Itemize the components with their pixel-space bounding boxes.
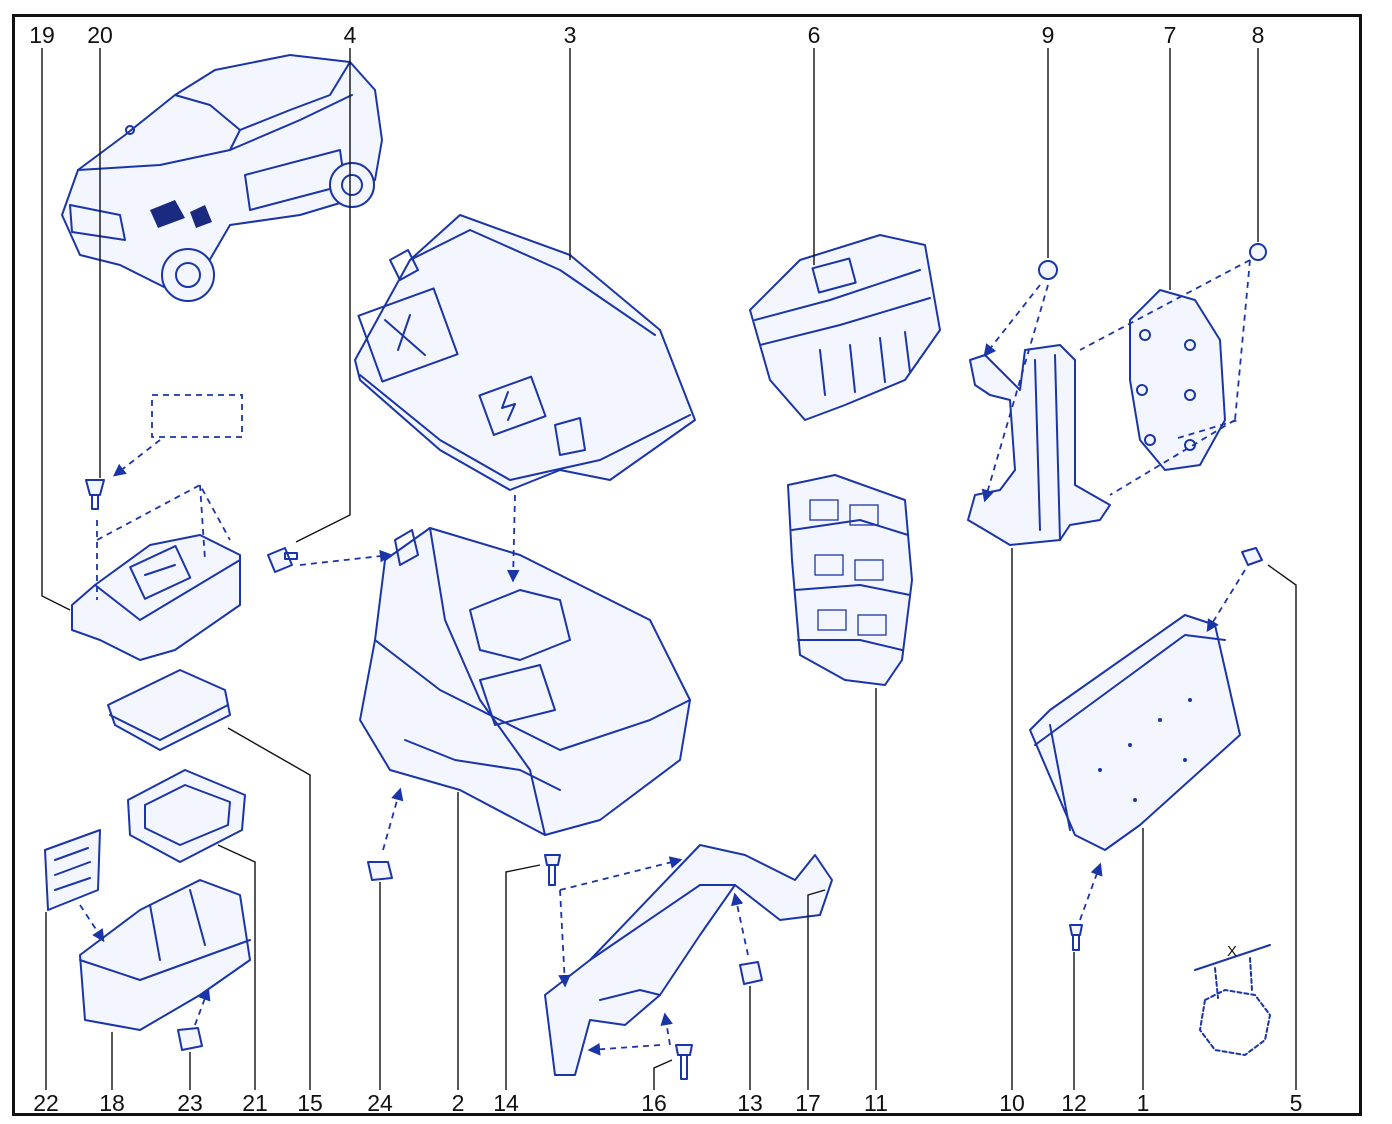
part-18-holder [79, 879, 251, 1031]
callout-2: 2 [451, 1090, 465, 1116]
leader-lines [41, 48, 1297, 1090]
callout-12: 12 [1061, 1090, 1087, 1116]
callout-6: 6 [807, 22, 821, 48]
callout-18: 18 [99, 1090, 125, 1116]
callout-21: 21 [242, 1090, 268, 1116]
dimension-x-label: X [1226, 943, 1238, 960]
vehicle-illustration [61, 54, 383, 302]
callout-3: 3 [563, 22, 577, 48]
part-1-flat-module [1029, 614, 1241, 851]
part-15-cover [107, 669, 231, 751]
callout-4: 4 [343, 22, 357, 48]
callout-1: 1 [1136, 1090, 1150, 1116]
part-19-small-box [71, 534, 241, 661]
callout-19: 19 [29, 22, 55, 48]
dimension-detail [1194, 944, 1271, 1056]
callout-11: 11 [864, 1090, 888, 1116]
callout-13: 13 [737, 1090, 763, 1116]
part-3-fusebox-cover [354, 214, 696, 491]
part-22-clip [44, 829, 101, 911]
part-10-bracket [967, 344, 1111, 546]
callout-16: 16 [641, 1090, 667, 1116]
part-17-bracket [544, 844, 833, 1076]
callout-24: 24 [367, 1090, 393, 1116]
callout-20: 20 [87, 22, 113, 48]
callout-9: 9 [1041, 22, 1055, 48]
part-6-module [749, 234, 941, 421]
part-7-control-unit [1129, 289, 1226, 471]
part-2-fusebox-base [359, 527, 691, 836]
callout-17: 17 [795, 1090, 821, 1116]
callout-7: 7 [1163, 22, 1177, 48]
part-11-relay-block [787, 474, 913, 686]
callout-22: 22 [33, 1090, 59, 1116]
callout-23: 23 [177, 1090, 203, 1116]
callout-8: 8 [1251, 22, 1265, 48]
assembly-arrows [79, 259, 1251, 1056]
callout-5: 5 [1289, 1090, 1303, 1116]
callout-10: 10 [999, 1090, 1025, 1116]
callout-15: 15 [297, 1090, 323, 1116]
fasteners [85, 243, 1267, 1080]
part-21-frame [127, 769, 246, 863]
callout-14: 14 [493, 1090, 519, 1116]
